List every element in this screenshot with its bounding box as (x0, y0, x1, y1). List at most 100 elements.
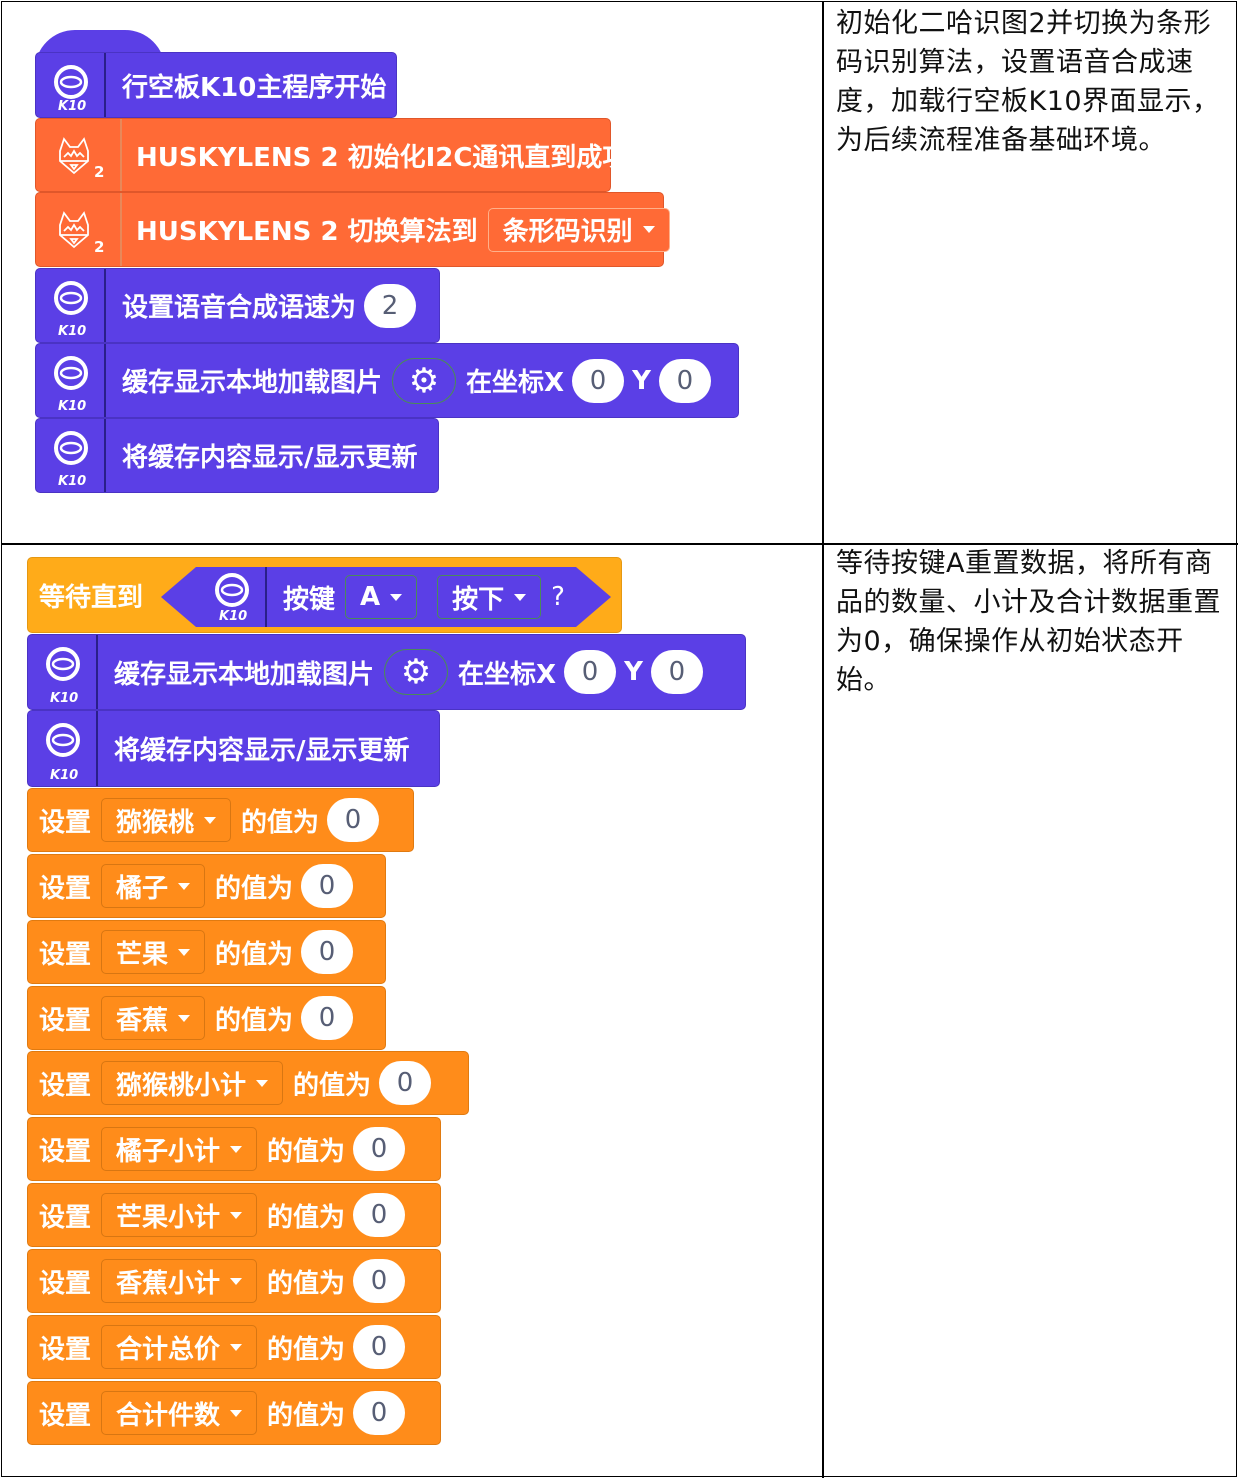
set-label: 设置 (39, 1202, 92, 1233)
block-label: 等待直到 (39, 582, 144, 613)
column-divider (822, 2, 824, 1478)
huskylens-icon: 2 (36, 119, 122, 191)
value-label: 的值为 (215, 873, 294, 904)
k10-icon: K10 (28, 711, 98, 786)
variable-dropdown[interactable]: 合计总价 (101, 1325, 258, 1369)
block-label: HUSKYLENS 2 初始化I2C通讯直到成功 (136, 142, 629, 173)
value-input[interactable]: 0 (301, 996, 354, 1040)
set-label: 设置 (39, 1070, 92, 1101)
value-input[interactable]: 0 (379, 1061, 432, 1105)
y-input[interactable]: 0 (658, 358, 711, 403)
k10-icon: K10 (197, 567, 267, 627)
speed-input[interactable]: 2 (364, 283, 417, 328)
block-label: 将缓存内容显示/显示更新 (122, 443, 418, 473)
y-label: Y (632, 365, 651, 396)
button-label: 按键 (283, 584, 336, 615)
value-input[interactable]: 0 (353, 1193, 406, 1237)
block-label: 将缓存内容显示/显示更新 (114, 736, 410, 766)
image-picker[interactable]: ⚙ (392, 357, 457, 404)
value-label: 的值为 (241, 807, 320, 838)
value-label: 的值为 (267, 1268, 346, 1299)
caret-down-icon (230, 1277, 243, 1285)
x-input[interactable]: 0 (572, 358, 625, 403)
cache-image-block[interactable]: K10 缓存显示本地加载图片 ⚙ 在坐标X 0 Y 0 (27, 634, 746, 710)
k10-icon: K10 (28, 635, 98, 709)
variable-dropdown[interactable]: 芒果 (101, 930, 206, 974)
image-picker[interactable]: ⚙ (384, 649, 449, 695)
caret-down-icon (642, 226, 655, 233)
value-input[interactable]: 0 (353, 1259, 406, 1303)
k10-icon: K10 (36, 269, 106, 342)
value-input[interactable]: 0 (353, 1325, 406, 1369)
algorithm-dropdown[interactable]: 条形码识别 (487, 207, 670, 252)
value-label: 的值为 (293, 1070, 372, 1101)
caret-down-icon (204, 816, 217, 824)
husky-switch-block[interactable]: 2 HUSKYLENS 2 切换算法到 条形码识别 (35, 192, 670, 267)
refresh-display-block[interactable]: K10 将缓存内容显示/显示更新 (35, 418, 439, 493)
caret-down-icon (178, 1014, 191, 1022)
block-label: 设置语音合成语速为 (122, 293, 357, 323)
variable-dropdown[interactable]: 猕猴桃 (101, 798, 232, 842)
value-input[interactable]: 0 (301, 864, 354, 908)
y-label: Y (624, 657, 643, 687)
caret-down-icon (256, 1079, 269, 1087)
caret-down-icon (230, 1343, 243, 1351)
gear-icon: ⚙ (400, 652, 432, 692)
block-label: 行空板K10主程序开始 (122, 72, 387, 103)
variable-dropdown[interactable]: 香蕉 (101, 996, 206, 1040)
value-label: 的值为 (215, 939, 294, 970)
wait-until-block[interactable]: 等待直到 K10 按键 A 按下 ? (27, 557, 622, 633)
question-mark: ? (551, 582, 565, 612)
set-label: 设置 (39, 939, 92, 970)
set-label: 设置 (39, 1136, 92, 1167)
caret-down-icon (230, 1145, 243, 1153)
variable-dropdown[interactable]: 橘子 (101, 864, 206, 908)
y-input[interactable]: 0 (650, 650, 703, 694)
row2-description: 等待按键A重置数据，将所有商品的数量、小计及合计数据重置为0，确保操作从初始状态… (836, 548, 1221, 696)
x-label: 在坐标X (458, 659, 557, 690)
refresh-display-block[interactable]: K10 将缓存内容显示/显示更新 (27, 710, 440, 787)
block-label: 缓存显示本地加载图片 (114, 659, 375, 690)
value-input[interactable]: 0 (301, 930, 354, 974)
variable-dropdown[interactable]: 香蕉小计 (101, 1259, 258, 1303)
gear-icon: ⚙ (408, 360, 440, 401)
variable-dropdown[interactable]: 橘子小计 (101, 1127, 258, 1171)
caret-down-icon (230, 1409, 243, 1417)
button-pressed-condition[interactable]: K10 按键 A 按下 ? (161, 567, 611, 627)
set-label: 设置 (39, 1005, 92, 1036)
husky-init-block[interactable]: 2 HUSKYLENS 2 初始化I2C通讯直到成功 (35, 118, 628, 192)
value-label: 的值为 (267, 1400, 346, 1431)
value-label: 的值为 (267, 1334, 346, 1365)
value-input[interactable]: 0 (353, 1127, 406, 1171)
button-state-dropdown[interactable]: 按下 (437, 575, 542, 619)
k10-icon: K10 (36, 53, 106, 117)
button-key-dropdown[interactable]: A (345, 575, 418, 619)
block-label: HUSKYLENS 2 切换算法到 (136, 217, 478, 247)
speech-speed-block[interactable]: K10 设置语音合成语速为 2 (35, 268, 440, 343)
main-start-block[interactable]: K10 行空板K10主程序开始 (35, 52, 397, 118)
x-label: 在坐标X (466, 368, 565, 398)
caret-down-icon (178, 882, 191, 890)
row-divider (2, 543, 1238, 545)
variable-dropdown[interactable]: 猕猴桃小计 (101, 1061, 284, 1105)
value-input[interactable]: 0 (353, 1391, 406, 1435)
caret-down-icon (178, 948, 191, 956)
caret-down-icon (230, 1211, 243, 1219)
variable-dropdown[interactable]: 芒果小计 (101, 1193, 258, 1237)
variable-dropdown[interactable]: 合计件数 (101, 1391, 258, 1435)
x-input[interactable]: 0 (564, 650, 617, 694)
value-input[interactable]: 0 (327, 798, 380, 842)
set-label: 设置 (39, 1268, 92, 1299)
cache-image-block[interactable]: K10 缓存显示本地加载图片 ⚙ 在坐标X 0 Y 0 (35, 343, 739, 418)
